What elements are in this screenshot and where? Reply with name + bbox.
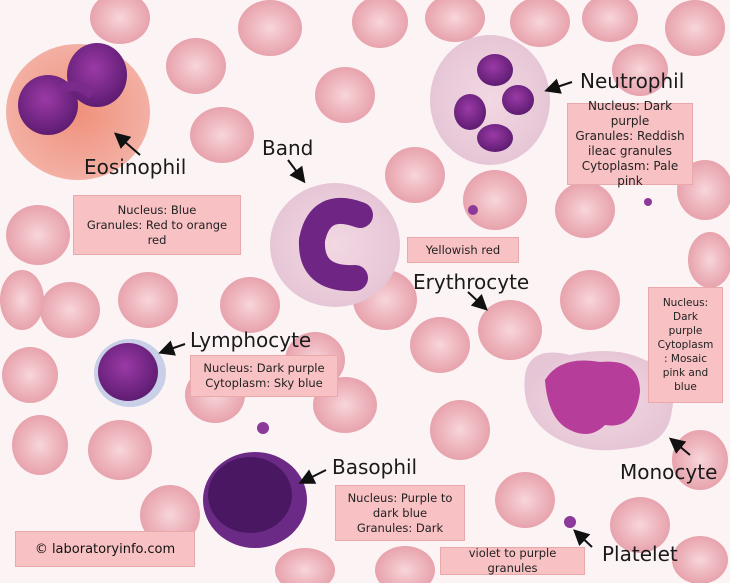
info-line: pink and — [662, 367, 709, 379]
rbc — [463, 170, 527, 230]
rbc — [688, 232, 730, 288]
platelet-arrow — [573, 529, 593, 548]
rbc — [190, 107, 254, 163]
rbc — [140, 485, 200, 545]
lymphocyte-arrow — [158, 340, 186, 356]
neutrophil-info-box: Nucleus: Dark purple Granules: Reddish i… — [567, 99, 693, 188]
band-arrow — [287, 159, 306, 184]
band-cell — [270, 183, 400, 307]
info-line: Nucleus: Blue — [117, 202, 197, 217]
info-line: : Mosaic — [664, 353, 707, 365]
rbc — [495, 472, 555, 528]
neutrophil-label: Neutrophil — [580, 69, 685, 93]
rbc — [665, 0, 725, 56]
info-line: Cytoplasm: Sky blue — [205, 376, 323, 390]
info-line: Nucleus: Purple to — [347, 490, 453, 505]
monocyte-info-box: Nucleus: Dark purple Cytoplasm : Mosaic … — [648, 287, 723, 403]
info-line: Nucleus: Dark purple — [203, 361, 325, 375]
rbc — [90, 0, 150, 44]
rbc — [425, 0, 485, 42]
band-label: Band — [262, 136, 314, 160]
platelets — [257, 198, 652, 528]
rbc — [385, 147, 445, 203]
monocyte-arrow — [668, 437, 691, 456]
info-line: ileac granules — [588, 144, 672, 158]
eosinophil-info-box: Nucleus: Blue Granules: Red to orange re… — [73, 195, 241, 255]
info-line: Granules: Red to orange — [86, 217, 228, 232]
rbc — [560, 270, 620, 330]
rbc — [555, 182, 615, 238]
rbc — [118, 272, 178, 328]
rbc — [672, 536, 728, 583]
rbc — [375, 546, 435, 583]
platelet-label: Platelet — [602, 542, 678, 566]
basophil-cell — [203, 452, 307, 548]
info-line: Nucleus: — [662, 297, 709, 309]
rbc — [352, 0, 408, 48]
info-line: Granules: Dark — [356, 520, 444, 535]
rbc — [220, 277, 280, 333]
rbc — [275, 548, 335, 583]
lymphocyte-label: Lymphocyte — [190, 328, 312, 352]
info-line: Nucleus: Dark purple — [587, 99, 673, 128]
rbc — [166, 38, 226, 94]
rbc — [582, 0, 638, 42]
rbc — [410, 317, 470, 373]
neutrophil-cell — [430, 35, 550, 165]
info-line: Cytoplasm: Pale pink — [581, 159, 679, 188]
info-line: red — [147, 232, 167, 247]
platelet-info-box: violet to purple granules — [440, 546, 585, 575]
info-line: Dark — [673, 311, 698, 323]
erythrocyte-arrow — [467, 291, 488, 311]
rbc — [0, 270, 44, 330]
rbc — [315, 67, 375, 123]
eosinophil-arrow — [113, 132, 141, 156]
monocyte-label: Monocyte — [620, 460, 718, 484]
rbc — [2, 347, 58, 403]
rbc — [40, 282, 100, 338]
lymphocyte-info-box: Nucleus: Dark purple Cytoplasm: Sky blue — [190, 355, 338, 397]
rbc — [510, 0, 570, 47]
neutrophil-arrow — [544, 78, 573, 94]
rbc — [478, 300, 542, 360]
credit-badge: © laboratoryinfo.com — [15, 531, 195, 567]
eosinophil-label: Eosinophil — [84, 155, 187, 179]
info-line: dark blue — [372, 505, 428, 520]
rbc — [612, 44, 668, 96]
rbc — [430, 400, 490, 460]
info-line: Granules: Reddish — [575, 129, 685, 143]
rbc — [610, 497, 670, 553]
erythrocyte-info-box: Yellowish red — [407, 237, 519, 263]
basophil-info-box: Nucleus: Purple to dark blue Granules: D… — [335, 485, 465, 541]
lymphocyte-cell — [94, 339, 166, 407]
basophil-arrow — [298, 469, 327, 484]
rbc — [12, 415, 68, 475]
info-line: Yellowish red — [425, 242, 501, 257]
info-line: Cytoplasm — [657, 339, 714, 351]
info-line: violet to purple granules — [468, 546, 557, 575]
rbc — [6, 205, 70, 265]
basophil-label: Basophil — [332, 455, 418, 479]
rbc — [238, 0, 302, 56]
info-line: purple — [668, 325, 703, 337]
label-arrows — [113, 78, 691, 548]
erythrocyte-label: Erythrocyte — [413, 270, 530, 294]
info-line: blue — [674, 381, 697, 393]
rbc — [88, 420, 152, 480]
monocyte-cell — [524, 351, 674, 451]
